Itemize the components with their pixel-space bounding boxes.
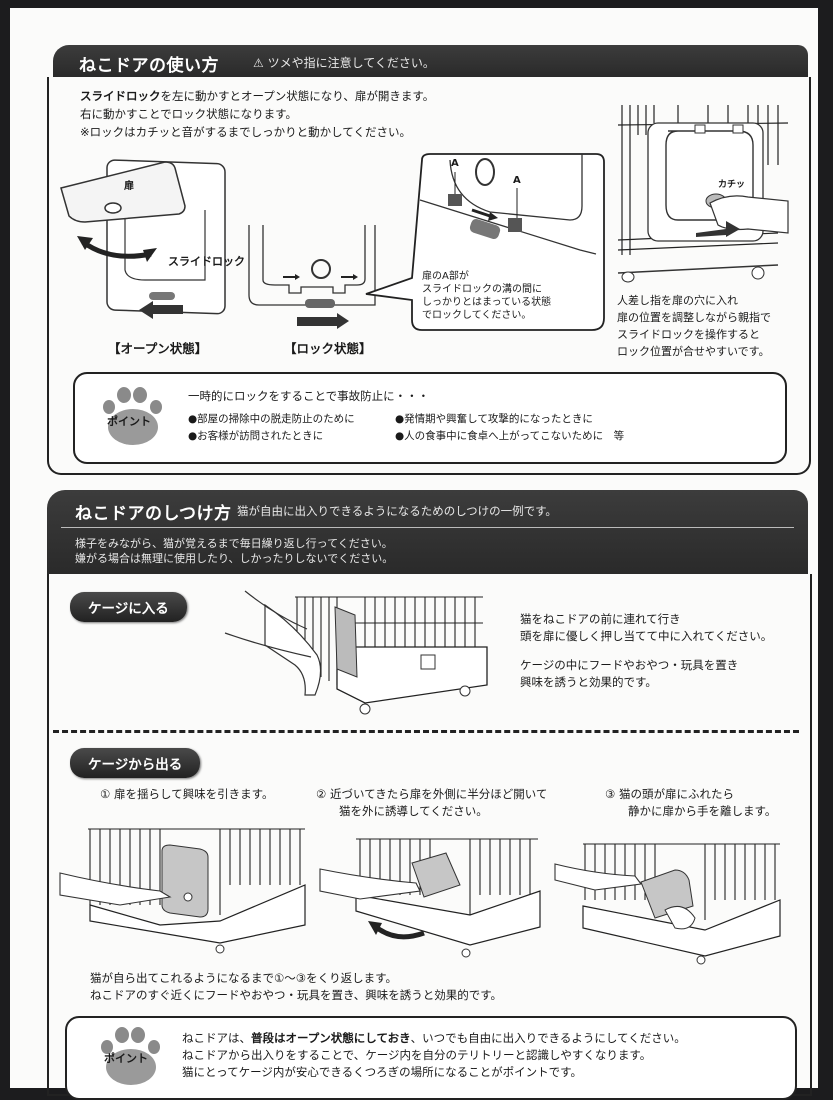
training-point-line-3: 猫にとってケージ内が安心できるくつろぎの場所になることがポイントです。 xyxy=(182,1065,582,1079)
part-a-label-1: A xyxy=(451,158,459,169)
tip-line-3: スライドロックを操作すると xyxy=(617,328,760,341)
exit-step-3-cont: 静かに扉から手を離します。 xyxy=(628,804,777,818)
point-bullet-3: ●発情期や興奮して攻撃的になったときに xyxy=(395,413,593,425)
enter-line-2: 頭を扉に優しく押し当てて中に入れてください。 xyxy=(520,629,773,643)
paw-point-icon xyxy=(101,1027,160,1085)
intro-line-1-text: を左に動かすとオープン状態になり、扉が開きます。 xyxy=(160,89,435,103)
tip-line-4: ロック位置が合せやすいです。 xyxy=(617,345,770,358)
step-text: 猫の頭が扉にふれたら xyxy=(618,787,734,801)
repeat-line-2: ねこドアのすぐ近くにフードやおやつ・玩具を置き、興味を誘うと効果的です。 xyxy=(90,988,503,1002)
point-badge-2: ポイント xyxy=(104,1052,148,1065)
step-number: ② xyxy=(316,787,327,801)
point-text: ねこドアは、 xyxy=(182,1031,251,1045)
point-lead: 一時的にロックをすることで事故防止に・・・ xyxy=(188,389,430,403)
paw-point-icon xyxy=(103,387,162,445)
lock-state-illustration xyxy=(248,225,376,329)
lock-state-caption: 【ロック状態】 xyxy=(284,341,372,356)
enter-cage-label: ケージに入る xyxy=(70,592,187,622)
training-point-line-2: ねこドアから出入りをすることで、ケージ内を自分のテリトリーと認識しやすくなります… xyxy=(182,1048,652,1062)
step-number: ③ xyxy=(605,787,616,801)
training-point-line-1: ねこドアは、普段はオープン状態にしておき、いつでも自由に出入りできるようにしてく… xyxy=(182,1030,686,1047)
cage-door-hand-illustration xyxy=(617,105,789,283)
open-state-illustration xyxy=(60,159,226,319)
step-number: ① xyxy=(100,787,111,801)
exit-step-1-illustration xyxy=(59,828,306,954)
intro-line-2: 右に動かすことでロック状態になります。 xyxy=(80,107,298,121)
intro-line-3: ※ロックはカチッと音がするまでしっかりと動かしてください。 xyxy=(80,125,411,139)
step-text: 扉を揺らして興味を引きます。 xyxy=(113,787,274,801)
usage-section-title: ねこドアの使い方 xyxy=(79,56,219,76)
section-divider-dashed xyxy=(53,730,799,733)
step-text: 近づいてきたら扉を外側に半分ほど開いて xyxy=(329,787,548,801)
point-text: 、いつでも自由に出入りできるようにしてください。 xyxy=(410,1031,686,1045)
point-bullet-1: ●部屋の掃除中の脱走防止のために xyxy=(188,413,355,425)
enter-line-4: 興味を誘うと効果的です。 xyxy=(520,675,657,689)
usage-point-box xyxy=(73,372,787,464)
training-note-1: 様子をみながら、猫が覚えるまで毎日繰り返し行ってください。 xyxy=(75,537,393,550)
callout-line-3: しっかりとはまっている状態 xyxy=(422,297,552,308)
training-section-title: ねこドアのしつけ方 xyxy=(75,504,232,524)
usage-section-frame xyxy=(47,77,811,475)
training-section-header: ねこドアのしつけ方 猫が自由に出入りできるようになるためのしつけの一例です。 様… xyxy=(47,490,808,574)
tip-line-2: 扉の位置を調整しながら親指で xyxy=(617,311,771,324)
training-note-2: 嫌がる場合は無理に使用したり、しかったりしないでください。 xyxy=(75,552,394,565)
lock-detail-callout xyxy=(365,153,605,331)
exit-step-3-illustration xyxy=(554,843,781,965)
slide-lock-term: スライドロック xyxy=(80,89,161,103)
intro-line-1: スライドロックを左に動かすとオープン状態になり、扉が開きます。 xyxy=(80,88,434,105)
exit-step-3: ③ 猫の頭が扉にふれたら xyxy=(605,786,734,803)
point-bullet-4: ●人の食事中に食卓へ上がってこないために 等 xyxy=(395,430,625,442)
usage-section-header: ねこドアの使い方 ⚠ ツメや指に注意してください。 xyxy=(53,45,808,77)
callout-line-1: 扉のA部が xyxy=(422,271,469,282)
exit-step-1: ① 扉を揺らして興味を引きます。 xyxy=(100,786,273,803)
exit-step-2-illustration xyxy=(319,838,541,958)
enter-cage-illustration xyxy=(224,590,488,715)
exit-cage-label: ケージから出る xyxy=(70,748,201,778)
callout-line-2: スライドロックの溝の間に xyxy=(422,284,542,295)
exit-step-2-cont: 猫を外に誘導してください。 xyxy=(339,804,488,818)
training-subtitle: 猫が自由に出入りできるようになるためのしつけの一例です。 xyxy=(237,504,557,518)
enter-line-3: ケージの中にフードやおやつ・玩具を置き xyxy=(520,658,739,672)
point-emphasis: 普段はオープン状態にしておき xyxy=(251,1031,411,1045)
header-divider xyxy=(61,527,794,528)
warning-text: ⚠ ツメや指に注意してください。 xyxy=(253,56,435,70)
callout-line-4: でロックしてください。 xyxy=(422,310,532,321)
door-label: 扉 xyxy=(124,181,134,192)
point-badge-1: ポイント xyxy=(107,415,151,428)
repeat-line-1: 猫が自ら出てこれるようになるまで①～③をくり返します。 xyxy=(90,971,397,985)
open-state-caption: 【オープン状態】 xyxy=(108,341,208,356)
exit-step-2: ② 近づいてきたら扉を外側に半分ほど開いて xyxy=(316,786,547,803)
part-a-label-2: A xyxy=(513,175,521,186)
tip-line-1: 人差し指を扉の穴に入れ xyxy=(617,294,738,307)
slide-lock-label: スライドロック xyxy=(168,255,245,268)
click-sound-label: カチッ xyxy=(718,180,746,190)
point-bullet-2: ●お客様が訪問されたときに xyxy=(188,430,324,442)
enter-line-1: 猫をねこドアの前に連れて行き xyxy=(520,612,681,626)
